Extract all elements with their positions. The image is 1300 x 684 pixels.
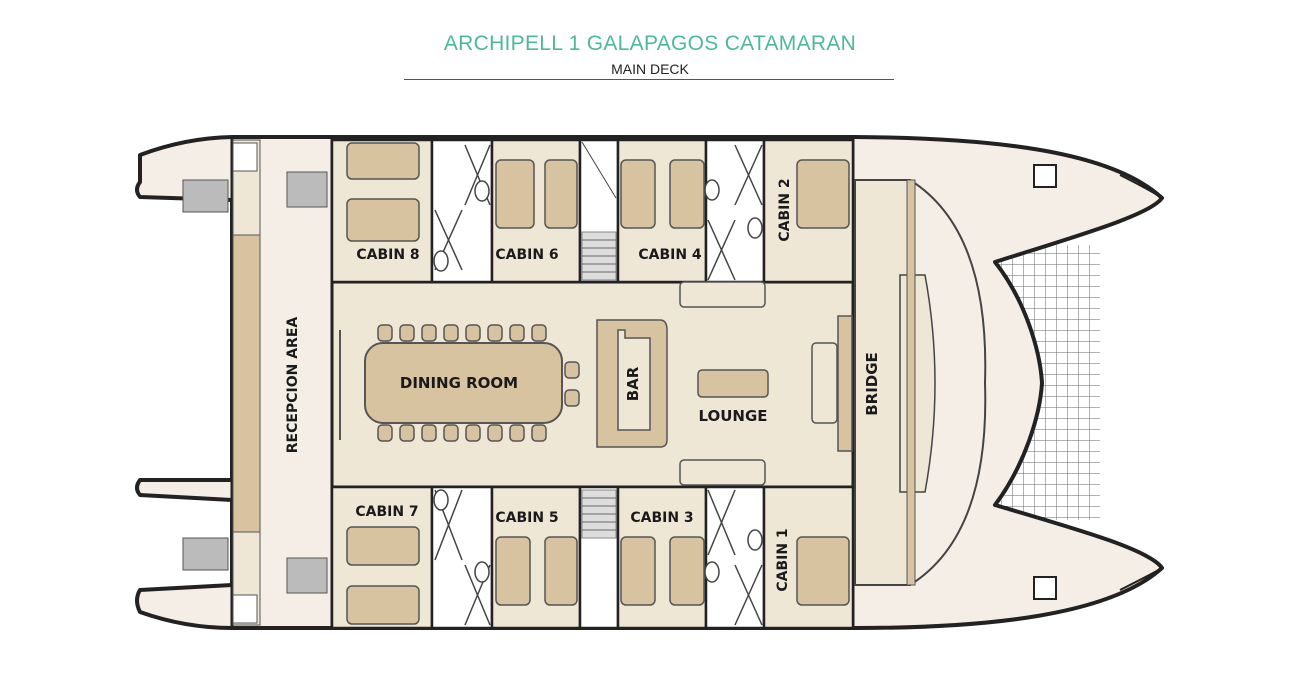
center-stairs-icon [581, 141, 617, 539]
label-dining-room: DINING ROOM [400, 374, 518, 392]
deck-subtitle: MAIN DECK [611, 61, 689, 77]
label-bar: BAR [624, 366, 642, 401]
label-cabin-6: CABIN 6 [495, 247, 558, 263]
label-cabin-3: CABIN 3 [630, 510, 693, 526]
bow-tips [1119, 174, 1163, 591]
page-title: ARCHIPELL 1 GALAPAGOS CATAMARAN [443, 32, 857, 55]
hatch-icon [1033, 164, 1057, 188]
label-cabin-4: CABIN 4 [638, 247, 702, 263]
bridge-area [854, 179, 987, 586]
label-cabin-1: CABIN 1 [775, 528, 791, 591]
label-cabin-5: CABIN 5 [495, 510, 558, 526]
label-cabin-8: CABIN 8 [356, 247, 419, 263]
label-bridge: BRIDGE [863, 352, 881, 416]
dining-chairs [377, 324, 580, 442]
label-reception-area: RECEPCION AREA [285, 317, 301, 454]
beds [346, 142, 850, 625]
label-cabin-7: CABIN 7 [355, 504, 418, 520]
dining-table [364, 342, 563, 424]
title-divider [404, 79, 894, 80]
hatch-icon [1033, 576, 1057, 600]
lounge-sofas [679, 281, 853, 486]
label-cabin-2: CABIN 2 [777, 178, 793, 241]
bar-counter [596, 319, 668, 448]
lounge-table [697, 369, 769, 398]
bathroom-fixtures [433, 144, 763, 626]
label-lounge: LOUNGE [698, 407, 767, 425]
reception-area [232, 139, 261, 626]
